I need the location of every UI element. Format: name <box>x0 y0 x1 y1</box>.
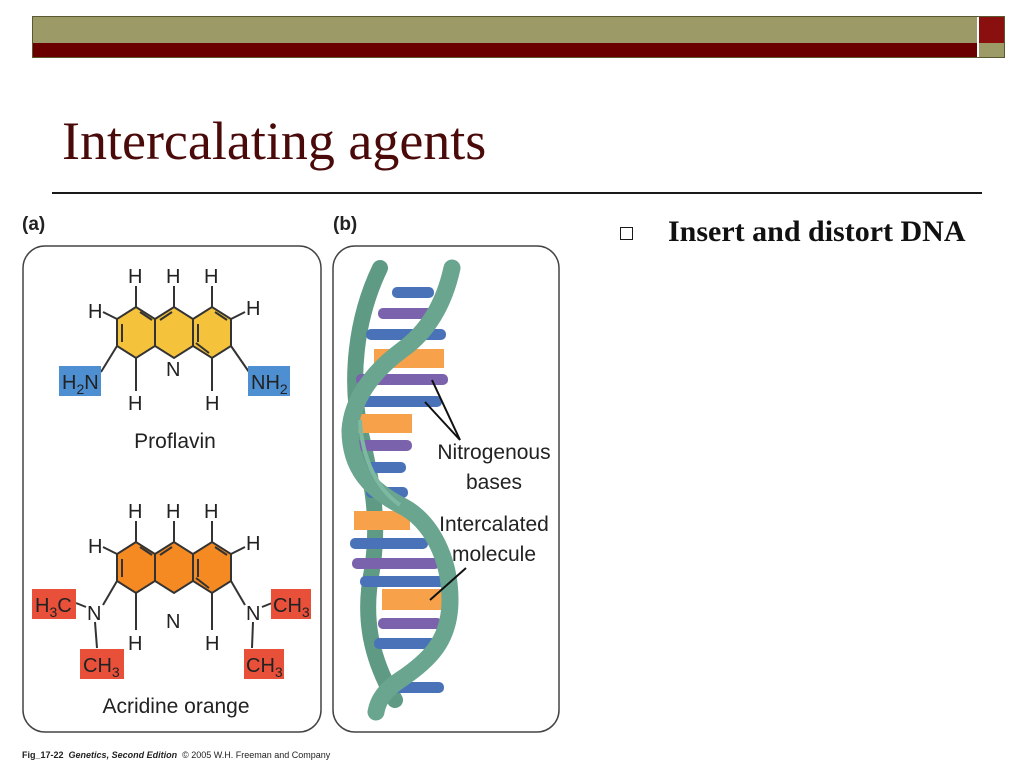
proflavin-left-group: H2N <box>62 372 99 397</box>
proflavin-ring-n: N <box>166 359 180 381</box>
base-pair <box>350 538 428 549</box>
acridine-orange-name: Acridine orange <box>102 695 249 718</box>
intercalator <box>354 511 410 530</box>
acridine-left-methyl-bottom: CH3 <box>83 655 120 680</box>
acridine-h-left: H <box>88 536 102 558</box>
acridine-h-bottom-2: H <box>205 633 219 655</box>
proflavin-h-right: H <box>246 298 260 320</box>
proflavin-h-bottom-1: H <box>128 393 142 415</box>
base-pair <box>352 558 440 569</box>
proflavin-h-bottom-2: H <box>205 393 219 415</box>
base-pair <box>374 638 438 649</box>
acridine-h-top-1: H <box>128 501 142 523</box>
panel-b-label: (b) <box>333 214 358 235</box>
pointer-line <box>424 401 461 441</box>
proflavin-structure: H H H H H N H H H2N NH2 Proflavin <box>59 266 290 453</box>
caption-book: Genetics, Second Edition <box>68 750 178 760</box>
banner-red-square <box>979 17 1004 43</box>
proflavin-h-left: H <box>88 301 102 323</box>
base-pair <box>352 396 442 407</box>
figure-caption: Fig_17-22 Genetics, Second Edition © 200… <box>22 750 330 760</box>
proflavin-ring-middle <box>154 305 194 360</box>
acridine-right-methyl-top: CH3 <box>273 595 310 620</box>
acridine-left-n: N <box>87 603 101 625</box>
banner-olive-square <box>979 43 1004 57</box>
proflavin-h-top-3: H <box>204 266 218 288</box>
pointer-line <box>431 379 461 441</box>
bullet-text: Insert and distort DNA <box>668 215 966 248</box>
acridine-right-n: N <box>246 603 260 625</box>
header-banner <box>32 16 1005 58</box>
proflavin-right-group-box <box>248 366 290 396</box>
caption-rest: © 2005 W.H. Freeman and Company <box>182 750 331 760</box>
acridine-h-top-3: H <box>204 501 218 523</box>
caption-fig: Fig_17-22 <box>22 750 64 760</box>
base-pair <box>378 618 442 629</box>
panel-a-label: (a) <box>22 214 46 235</box>
intercalator <box>382 589 444 610</box>
bullet-square-icon <box>620 227 633 240</box>
base-pair <box>392 287 434 298</box>
title-divider <box>52 192 982 194</box>
acridine-ring-middle <box>154 540 194 595</box>
banner-olive-bar <box>33 17 977 43</box>
base-pair <box>366 462 406 473</box>
proflavin-h-top-1: H <box>128 266 142 288</box>
acridine-h-top-2: H <box>166 501 180 523</box>
acridine-left-methyl-top: H3C <box>35 595 72 620</box>
acridine-h-bottom-1: H <box>128 633 142 655</box>
label-intercalated: Intercalated <box>439 513 549 536</box>
proflavin-h-top-2: H <box>166 266 180 288</box>
label-nitrogenous: Nitrogenous <box>437 441 550 464</box>
page-title: Intercalating agents <box>62 111 487 171</box>
acridine-ring-n: N <box>166 611 180 633</box>
proflavin-right-group: NH2 <box>251 372 288 397</box>
base-pair <box>360 576 446 587</box>
banner-maroon-bar <box>33 43 977 57</box>
acridine-left-methyl-bottom-box <box>80 649 124 679</box>
pointer-line <box>429 567 467 601</box>
acridine-orange-structure: H H H H H N N N H H H3C CH3 CH3 CH3 Acri… <box>32 501 311 718</box>
proflavin-name: Proflavin <box>134 430 216 453</box>
label-molecule: molecule <box>452 543 536 566</box>
proflavin-left-group-box <box>59 366 101 396</box>
label-bases: bases <box>466 471 522 494</box>
acridine-left-methyl-top-box <box>32 589 76 619</box>
acridine-right-methyl-top-box <box>271 589 311 619</box>
dna-helix: Nitrogenous bases Intercalated molecule <box>341 259 551 721</box>
acridine-h-right: H <box>246 533 260 555</box>
acridine-right-methyl-bottom: CH3 <box>246 655 283 680</box>
acridine-right-methyl-bottom-box <box>244 649 284 679</box>
